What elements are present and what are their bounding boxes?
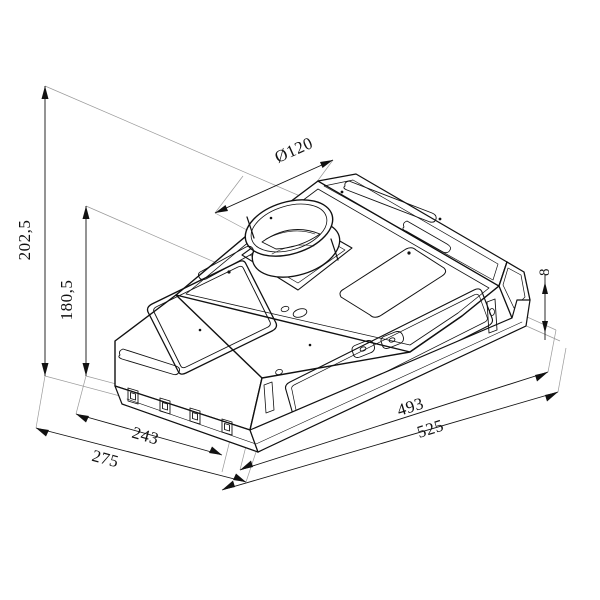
- right-bracket: [486, 298, 498, 334]
- right-bracket-hole: [489, 308, 495, 316]
- front-tabs: [351, 331, 404, 358]
- top-slot-left: [197, 245, 255, 281]
- left-flange-tabs: [127, 387, 233, 436]
- screw-point-4: [438, 217, 442, 221]
- left-rail: [118, 348, 181, 376]
- dimension-height-overall: 202,5: [15, 86, 49, 376]
- dimension-label-height-body: 180,5: [57, 280, 76, 321]
- damper-flap-edge: [265, 230, 316, 240]
- base-flange-edge: [121, 325, 527, 453]
- top-boss-1: [292, 308, 308, 318]
- front-knockout: [275, 368, 283, 376]
- screw-point-7: [308, 343, 312, 347]
- hood-body: [114, 173, 531, 453]
- dimension-label-flange-thickness: 8: [537, 268, 553, 276]
- dimension-flange-thickness: 8: [537, 268, 553, 340]
- duct-wall-right: [330, 238, 339, 261]
- dimension-height-body: 180,5: [57, 206, 90, 376]
- top-recess-right: [339, 247, 447, 318]
- top-slot-rear: [343, 180, 437, 223]
- top-boss-2: [280, 305, 290, 313]
- filter-panel-outer: [146, 260, 278, 375]
- right-end-face-inner: [502, 267, 526, 309]
- screw-point-5: [269, 216, 273, 220]
- screw-point-2: [407, 251, 411, 255]
- front-left-bracket: [263, 381, 275, 414]
- filter-panel-inner: [153, 265, 271, 369]
- top-recess-rear-right: [402, 220, 451, 254]
- dimension-label-height-overall: 202,5: [15, 220, 34, 261]
- screw-point-6: [198, 328, 202, 332]
- screw-point-1: [227, 270, 231, 274]
- screw-point-3: [340, 190, 344, 194]
- damper-flap-edge-2: [271, 244, 315, 255]
- duct-opening-upper-inner: [250, 203, 328, 253]
- duct-wall-left: [246, 216, 255, 239]
